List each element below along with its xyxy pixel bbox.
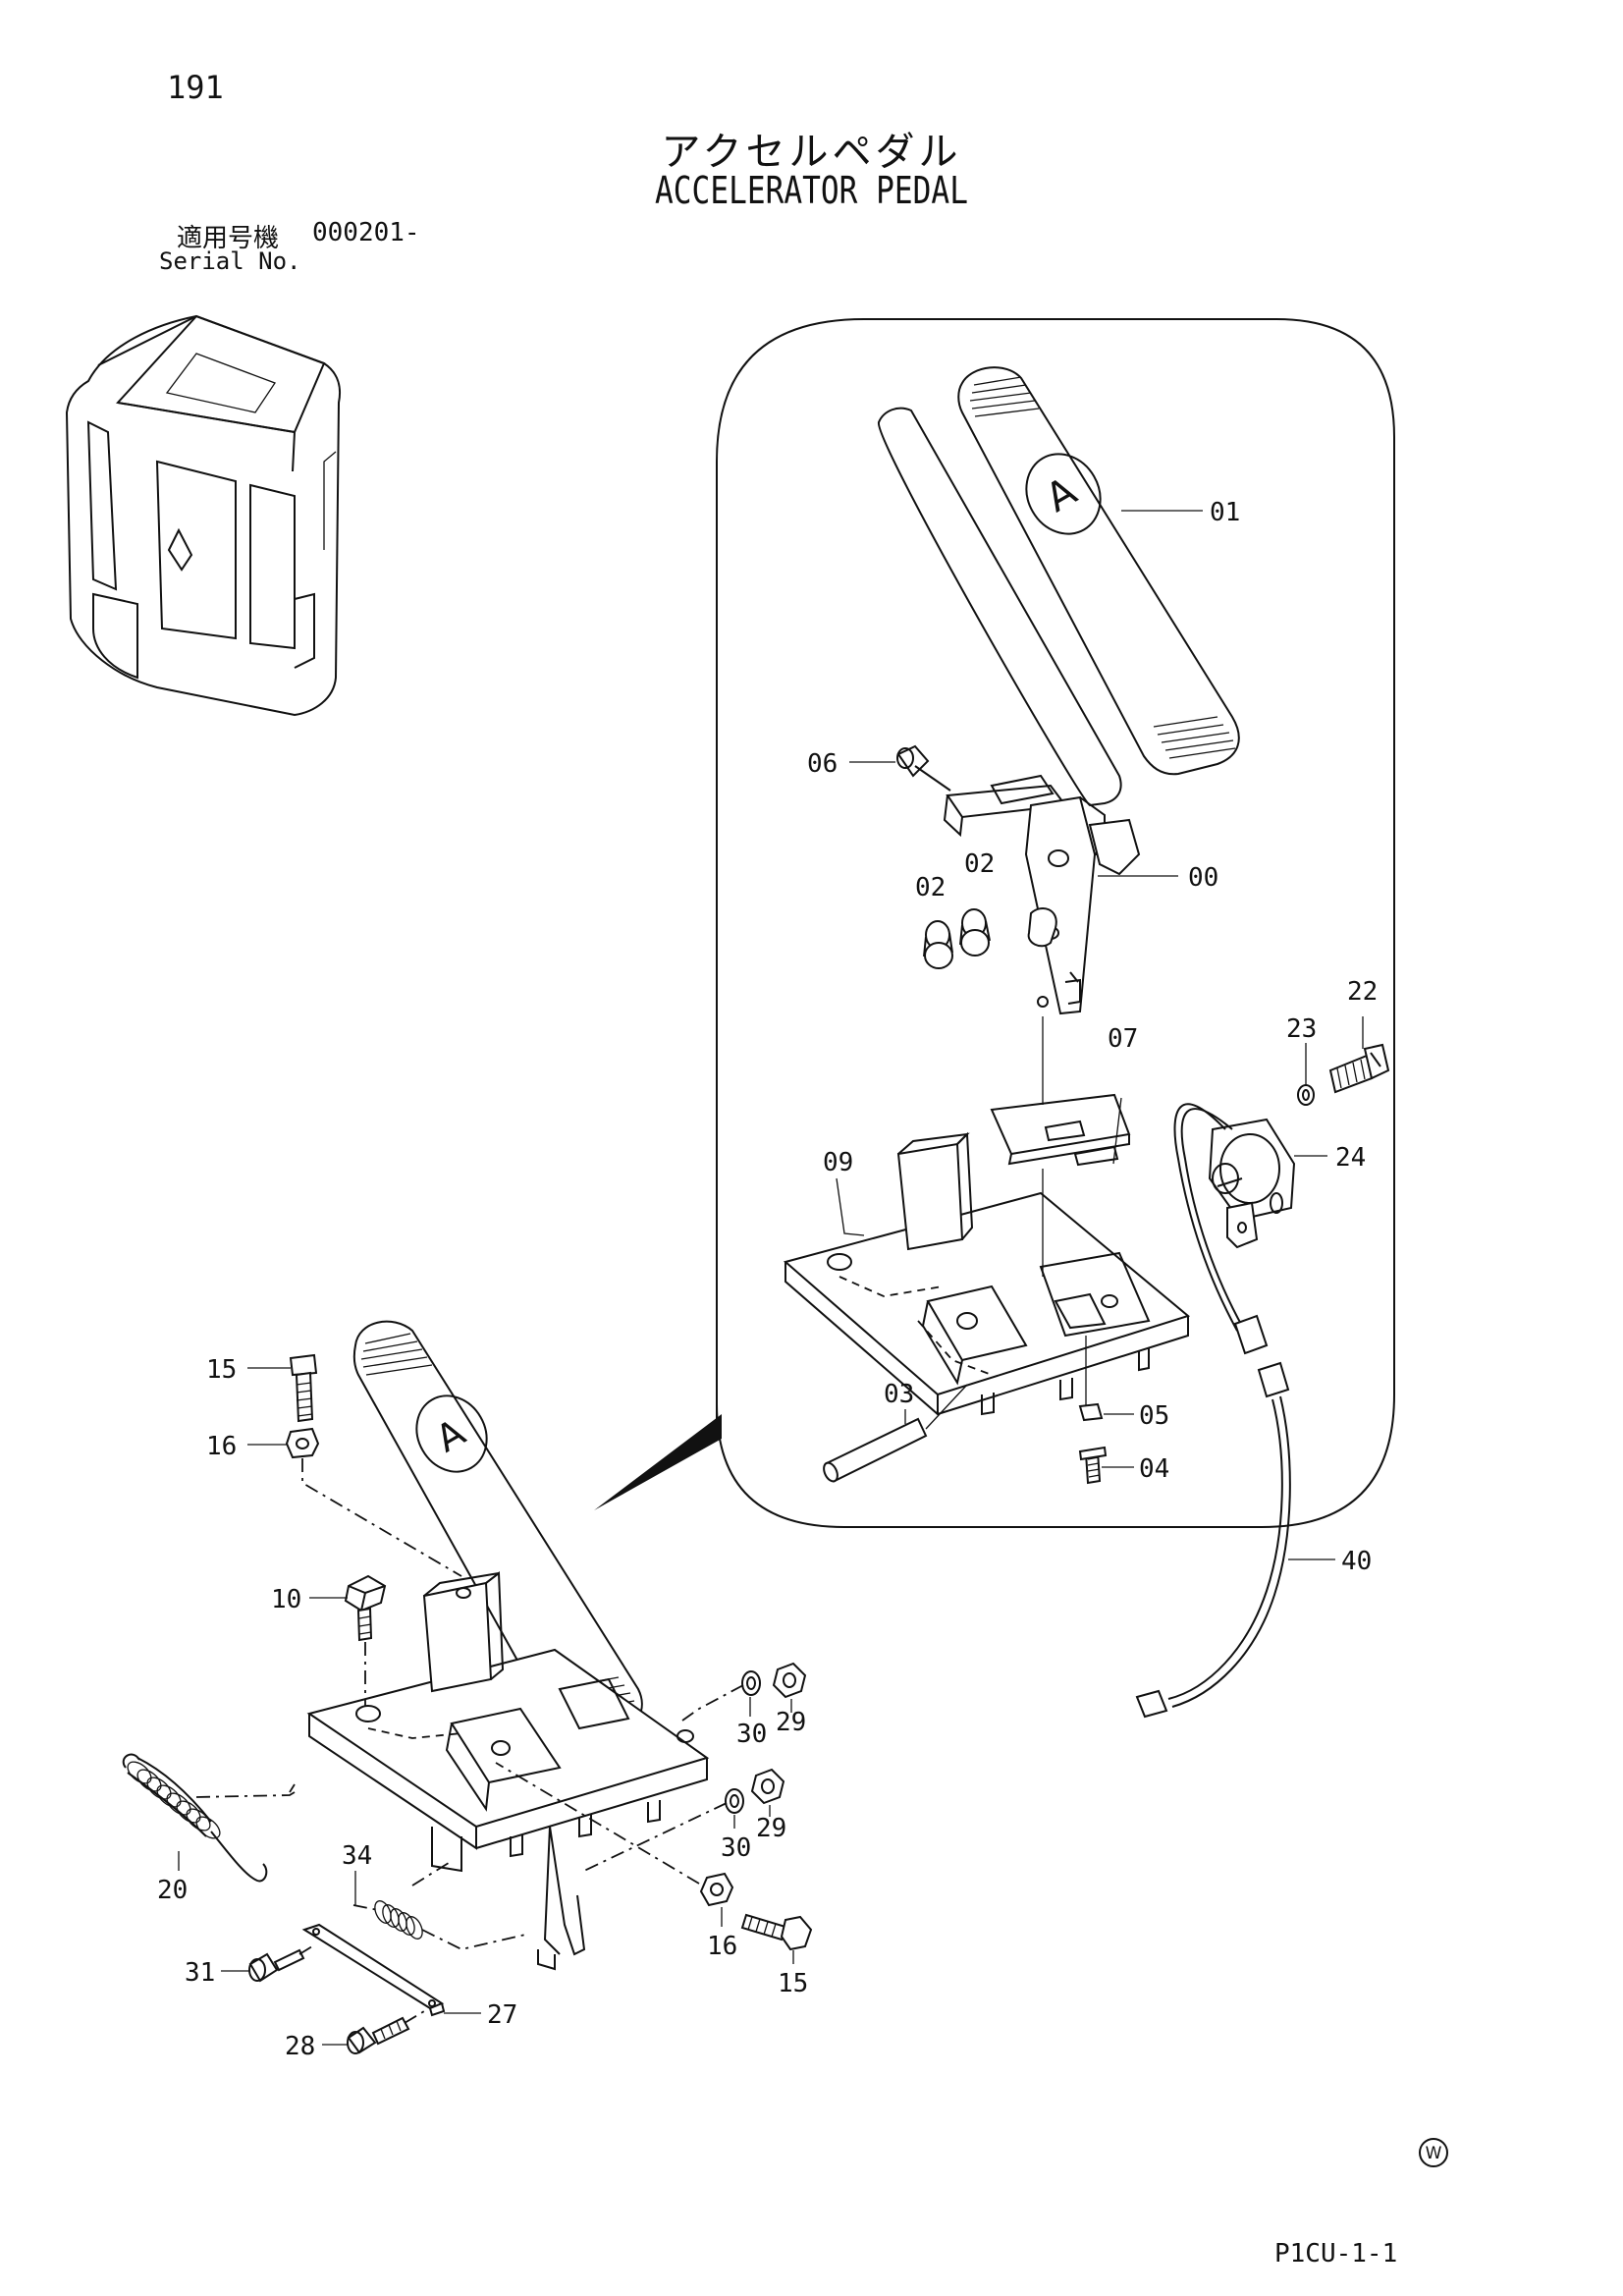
pad-07 — [990, 1016, 1131, 1167]
nut-16-lower — [699, 1872, 734, 1907]
w-mark-letter: W — [1426, 2144, 1442, 2163]
callout-29-lower: 29 — [756, 1814, 786, 1843]
pedal-logo-ring-main — [415, 1394, 488, 1473]
spring-34 — [352, 1860, 526, 1950]
detail-pointer — [594, 1414, 722, 1510]
callout-20: 20 — [157, 1876, 188, 1905]
callout-16-upper: 16 — [206, 1432, 237, 1461]
washer-30-upper-hole — [746, 1676, 756, 1690]
pedal-ribs-bottom — [1153, 716, 1236, 759]
bolt-10 — [344, 1574, 387, 1707]
callout-29-upper: 29 — [776, 1708, 806, 1737]
callout-00: 00 — [1188, 863, 1218, 893]
callout-15-lower: 15 — [778, 1969, 808, 1998]
bolt-22 — [1328, 1043, 1390, 1094]
base-plate-09 — [783, 1131, 1191, 1417]
title-english: ACCELERATOR PEDAL — [655, 169, 968, 212]
callout-04: 04 — [1139, 1454, 1169, 1484]
bolt-28 — [347, 2010, 425, 2054]
pin-03 — [823, 1384, 968, 1483]
washer-23 — [1297, 1084, 1315, 1106]
serial-value: 000201- — [312, 218, 420, 247]
callout-27: 27 — [487, 2000, 517, 2030]
pedal-arm-detail — [896, 744, 1141, 1015]
sensor-24 — [1208, 1118, 1296, 1249]
callout-30-upper: 30 — [736, 1720, 767, 1749]
center-line-30-upper — [681, 1684, 744, 1722]
callout-31: 31 — [185, 1958, 215, 1988]
callout-10: 10 — [271, 1585, 301, 1614]
pedal-pad-detail: A — [877, 366, 1240, 807]
screw-04-nut-05 — [1078, 1402, 1108, 1485]
callout-01: 01 — [1210, 498, 1240, 527]
w-circle-mark: W — [1418, 2137, 1449, 2168]
center-line-30-lower — [583, 1802, 728, 1872]
callout-24: 24 — [1335, 1143, 1366, 1173]
callout-22: 22 — [1347, 977, 1378, 1007]
serial-label-japanese: 適用号機 — [177, 224, 280, 253]
bolt-15-lower — [740, 1913, 813, 1951]
washer-30-lower-hole — [730, 1794, 739, 1808]
bolt-15-upper — [289, 1353, 318, 1423]
callout-23: 23 — [1286, 1014, 1317, 1044]
callout-09: 09 — [823, 1148, 853, 1177]
callout-02-lower: 02 — [915, 873, 946, 902]
spring-20 — [122, 1753, 296, 1883]
callout-03: 03 — [884, 1380, 914, 1409]
pedal-ribs-top — [969, 376, 1040, 417]
callout-05: 05 — [1139, 1401, 1169, 1431]
callout-16-lower: 16 — [707, 1932, 737, 1961]
detail-frame — [716, 318, 1395, 1528]
page-number: 191 — [167, 69, 224, 106]
nut-29-upper — [772, 1662, 807, 1699]
callout-28: 28 — [285, 2032, 315, 2061]
callout-07: 07 — [1108, 1024, 1138, 1054]
title-japanese: アクセルペダル — [661, 130, 962, 175]
callout-06: 06 — [807, 749, 838, 779]
callout-02-upper: 02 — [964, 849, 995, 879]
leader-lines — [178, 510, 1364, 2046]
washer-30-lower — [725, 1788, 744, 1814]
callout-15-upper: 15 — [206, 1355, 237, 1385]
bolt-31 — [248, 1945, 313, 1983]
nut-16-upper — [285, 1427, 462, 1577]
callout-34: 34 — [342, 1841, 372, 1871]
plate-27 — [301, 1923, 446, 2017]
nut-29-lower — [750, 1768, 785, 1805]
pedal-logo-ring-top — [1025, 453, 1102, 535]
center-line-16-lower — [495, 1762, 700, 1885]
callout-30-lower: 30 — [721, 1833, 751, 1863]
callout-labels: 01 00 02 02 06 07 09 22 23 24 03 05 04 4… — [157, 498, 1378, 2061]
main-base-plate — [306, 1571, 710, 1971]
washer-30-upper — [741, 1670, 761, 1696]
main-pedal-ribs-top — [360, 1333, 433, 1376]
washer-23-hole — [1302, 1089, 1310, 1101]
cab-thumbnail — [65, 314, 342, 717]
serial-label-english: Serial No. — [159, 247, 301, 275]
callout-40: 40 — [1341, 1547, 1372, 1576]
w-circle-icon: W — [1419, 2138, 1448, 2167]
cable-40 — [1135, 1103, 1291, 1719]
drawing-code: P1CU-1-1 — [1274, 2239, 1398, 2269]
